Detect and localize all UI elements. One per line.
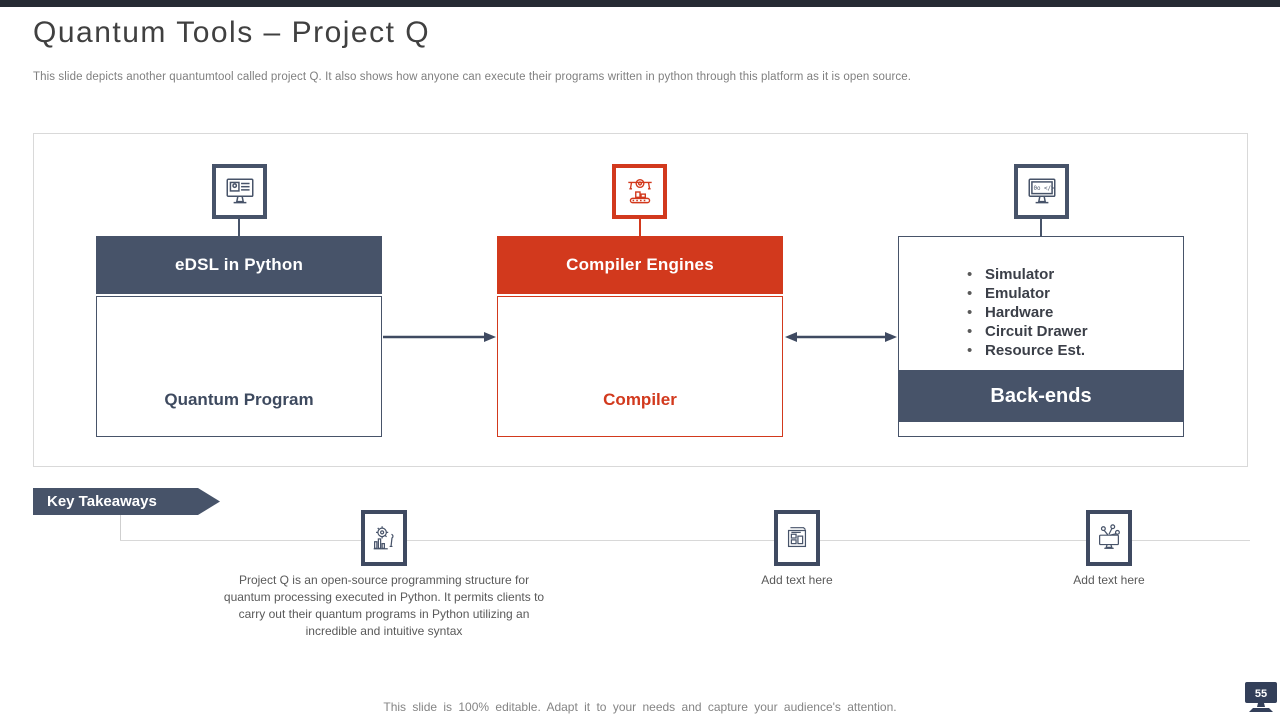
gear-wrench-chart-icon [361,510,407,566]
dev-monitor-icon: 0o </> [1014,164,1069,219]
column-header-compiler-engines: Compiler Engines [497,236,783,294]
backends-strip [899,422,1183,436]
connector-line [1040,219,1042,236]
backends-box: Simulator Emulator Hardware Circuit Draw… [898,236,1184,437]
compiler-box: Compiler [497,296,783,437]
arrow-right-icon [383,332,496,342]
backends-bullet-list: Simulator Emulator Hardware Circuit Draw… [899,237,1183,370]
takeaway-text-1: Project Q is an open-source programming … [223,573,545,638]
takeaways-connector-horizontal [120,540,1250,541]
list-item: Resource Est. [967,341,1173,360]
key-takeaways-banner: Key Takeaways [33,488,220,515]
code-monitor-icon [212,164,267,219]
connector-line [238,219,240,236]
page-number-badge: 55 [1245,682,1277,712]
arrow-both-icon [785,332,897,342]
robot-machine-icon [612,164,667,219]
quantum-program-box: Quantum Program [96,296,382,437]
takeaways-connector-vertical [120,515,121,540]
blueprint-pen-icon [774,510,820,566]
column-header-edsl: eDSL in Python [96,236,382,294]
list-item: Hardware [967,303,1173,322]
page-title: Quantum Tools – Project Q [33,16,431,49]
list-item: Emulator [967,284,1173,303]
column-header-backends: Back-ends [899,370,1183,422]
svg-text:0o </>: 0o </> [1033,185,1055,191]
list-item: Simulator [967,265,1173,284]
footer-note: This slide is 100% editable. Adapt it to… [383,700,897,714]
takeaway-text-placeholder-2[interactable]: Add text here [761,573,833,587]
page-number: 55 [1255,688,1267,700]
connector-line [639,219,641,236]
network-monitor-icon [1086,510,1132,566]
list-item: Circuit Drawer [967,322,1173,341]
slide-subtitle: This slide depicts another quantumtool c… [33,71,912,83]
takeaway-text-placeholder-3[interactable]: Add text here [1073,573,1145,587]
top-accent-bar [0,0,1280,7]
